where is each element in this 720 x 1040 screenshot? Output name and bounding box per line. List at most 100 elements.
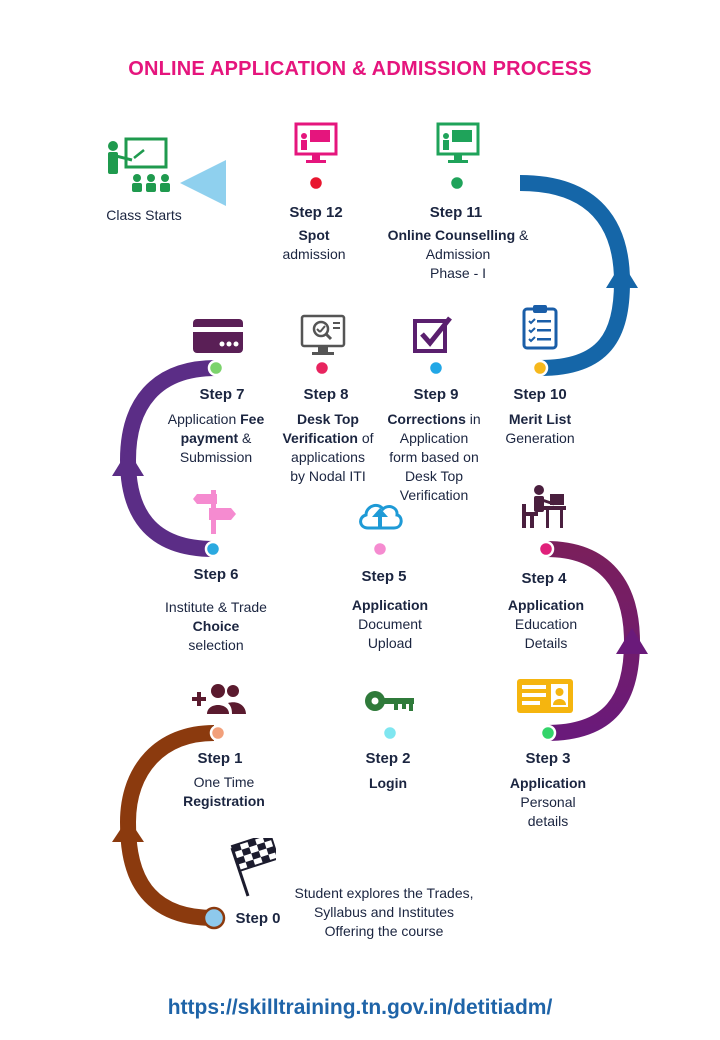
step-11-label: Step 11 (429, 204, 483, 221)
step-desc-line: Upload (367, 635, 413, 651)
cloud-upload-icon (359, 503, 403, 530)
step-desc-line: by Nodal ITI (290, 468, 366, 484)
step-0-label: Step 0 (235, 910, 281, 927)
step-desc-line: Online Counselling & (387, 227, 529, 243)
step-desc-line: One Time (193, 774, 255, 790)
road-arrow-right-lower (616, 628, 648, 654)
step6-dot (204, 540, 222, 558)
step-7-label: Step 7 (199, 386, 245, 403)
step-desc-line: Application (509, 775, 587, 791)
step-4-label: Step 4 (521, 570, 567, 587)
step9-dot (427, 359, 445, 377)
step-7-desc: Application Fee payment & Submission (141, 410, 291, 467)
step-desc-line: form based on (389, 449, 479, 465)
step-desc-line: Institute & Trade (165, 599, 267, 615)
teacher-board-icon (294, 122, 338, 163)
step-0-desc: Student explores the Trades, Syllabus and… (274, 884, 494, 941)
step-desc-line: Education (514, 616, 578, 632)
step-12-label: Step 12 (289, 204, 343, 221)
road-arrow-left (112, 450, 144, 476)
desktop-verify-icon (300, 314, 346, 355)
step3-dot (539, 724, 557, 742)
step-desc-line: Merit List (508, 411, 572, 427)
step-desc-line: Verification of (282, 430, 374, 446)
step1-dot (209, 724, 227, 742)
step-2-desc: Login (313, 774, 463, 793)
step-desc-line: Application (351, 597, 429, 613)
step8-dot (313, 359, 331, 377)
step-desc-line: Application Fee (167, 411, 265, 427)
credit-card-icon (193, 319, 243, 353)
step-desc-line: Admission (425, 246, 491, 262)
step-3-label: Step 3 (525, 750, 571, 767)
step10-dot (531, 359, 549, 377)
checkbox-icon (413, 316, 452, 353)
step-desc-line: Phase - I (429, 265, 487, 281)
key-icon (365, 691, 414, 711)
step-2-label: Step 2 (365, 750, 411, 767)
step-desc-line: Generation (505, 430, 575, 446)
step-dots (202, 174, 557, 930)
step-desc-line: Registration (183, 793, 265, 809)
step-8-label: Step 8 (303, 386, 349, 403)
id-card-icon (517, 679, 573, 713)
road-arrow-brown (112, 818, 144, 842)
checkered-flag-icon (230, 838, 276, 897)
road-arrow-end (180, 160, 226, 206)
step-1-label: Step 1 (197, 750, 243, 767)
clipboard-list-icon (522, 305, 558, 350)
road-arrow-right-top (606, 262, 638, 288)
add-user-icon (192, 684, 246, 714)
classroom-icon (108, 137, 170, 192)
step-desc-line: Verification (399, 487, 469, 503)
step-9-desc: Corrections in Application form based on De… (359, 410, 509, 505)
step-10-label: Step 10 (513, 386, 567, 403)
signpost-icon (193, 490, 236, 534)
step-desc-line: Document (358, 616, 422, 632)
page-title: ONLINE APPLICATION & ADMISSION PROCESS (128, 58, 592, 80)
step-desc-line: payment & (180, 430, 252, 446)
step-desc-line: Spot (298, 227, 330, 243)
step-desc-line: admission (282, 246, 346, 262)
step4-dot (537, 540, 555, 558)
step-desc-line: Application (399, 430, 469, 446)
step7-dot (207, 359, 225, 377)
class-starts-label: Class Starts (106, 207, 182, 223)
website-link[interactable]: https://skilltraining.tn.gov.in/detitiad… (167, 996, 553, 1019)
step-desc-line: Details (524, 635, 568, 651)
step11-dot (448, 174, 466, 192)
step-desc-line: Application (507, 597, 585, 613)
student-desk-icon (522, 485, 566, 528)
step-9-label: Step 9 (413, 386, 459, 403)
step-desc-line: Corrections in (387, 411, 481, 427)
step0-dot (202, 906, 226, 930)
step-desc-line: Submission (179, 449, 253, 465)
step-12-desc: Spot admission (239, 226, 389, 264)
step-desc-line: details (527, 813, 569, 829)
step-desc-line: Syllabus and Institutes (313, 904, 455, 920)
step-desc-line: applications (291, 449, 365, 465)
step2-dot (381, 724, 399, 742)
step-5-label: Step 5 (361, 568, 407, 585)
step-desc-line: Login (368, 775, 408, 791)
step-desc-line: Offering the course (324, 923, 444, 939)
step-desc-line: selection (188, 637, 244, 653)
step-desc-line: Student explores the Trades, (294, 885, 474, 901)
step12-dot (307, 174, 325, 192)
step-6-label: Step 6 (193, 566, 239, 583)
step-desc-line: Desk Top (297, 411, 359, 427)
step-desc-line: Desk Top (404, 468, 464, 484)
step5-dot (371, 540, 389, 558)
step-desc-line: Personal (520, 794, 576, 810)
step-desc-line: Choice (192, 618, 240, 634)
teacher-board-icon (436, 122, 480, 163)
